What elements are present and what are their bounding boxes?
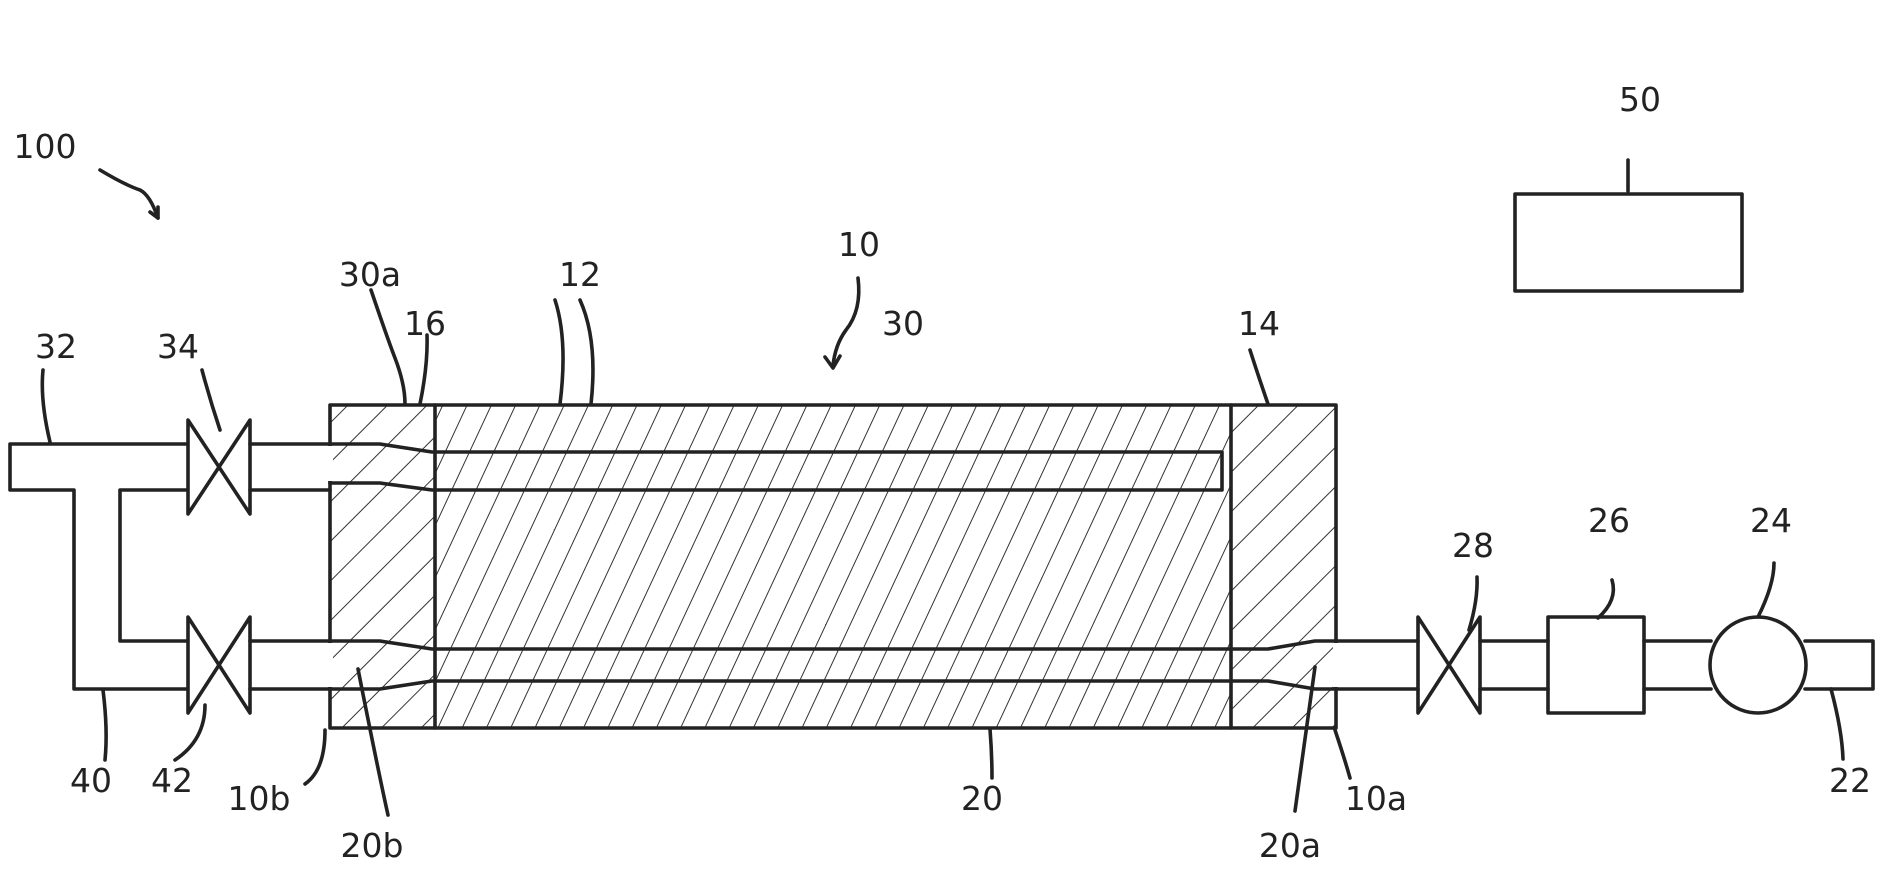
outlet-piping bbox=[1336, 617, 1873, 713]
leader-20 bbox=[990, 729, 992, 778]
leader-10a bbox=[1335, 730, 1350, 778]
valve-28 bbox=[1418, 617, 1480, 713]
label-30a: 30a bbox=[339, 255, 401, 294]
label-42: 42 bbox=[151, 761, 193, 800]
label-32: 32 bbox=[35, 327, 77, 366]
leader-10b bbox=[305, 730, 325, 784]
label-26: 26 bbox=[1588, 501, 1630, 540]
leader-22 bbox=[1831, 689, 1843, 759]
label-28: 28 bbox=[1452, 526, 1494, 565]
valve-42 bbox=[188, 617, 250, 713]
valve-34 bbox=[188, 420, 250, 514]
leader-10 bbox=[833, 278, 859, 366]
inlet-piping bbox=[10, 444, 330, 689]
label-14: 14 bbox=[1238, 304, 1280, 343]
label-100: 100 bbox=[14, 127, 77, 166]
leader-32 bbox=[42, 370, 50, 442]
controller-50-box bbox=[1515, 194, 1742, 291]
label-10a: 10a bbox=[1345, 779, 1407, 818]
leader-26 bbox=[1598, 580, 1613, 618]
label-50: 50 bbox=[1619, 80, 1661, 119]
manifold-20-opening-right bbox=[1333, 643, 1339, 687]
leader-30a bbox=[371, 290, 405, 404]
manifold-20-opening-left bbox=[327, 643, 333, 687]
leader-42 bbox=[175, 705, 205, 760]
label-20b: 20b bbox=[341, 826, 404, 865]
label-10: 10 bbox=[838, 225, 880, 264]
label-34: 34 bbox=[157, 327, 199, 366]
leader-14 bbox=[1250, 350, 1268, 404]
label-20: 20 bbox=[961, 779, 1003, 818]
leader-40 bbox=[103, 690, 106, 760]
label-20a: 20a bbox=[1259, 826, 1321, 865]
label-10b: 10b bbox=[228, 779, 291, 818]
device-26-box bbox=[1548, 617, 1644, 713]
outlet-line-22-end bbox=[1805, 641, 1873, 689]
leader-16 bbox=[420, 335, 427, 404]
end-plate-left bbox=[330, 405, 435, 728]
label-30: 30 bbox=[882, 304, 924, 343]
label-40: 40 bbox=[70, 761, 112, 800]
manifold-30-opening-left bbox=[327, 446, 333, 481]
inlet-line-32-and-bypass-40 bbox=[10, 444, 186, 689]
leader-34 bbox=[202, 370, 220, 430]
label-24: 24 bbox=[1750, 501, 1792, 540]
label-16: 16 bbox=[404, 304, 446, 343]
label-12: 12 bbox=[559, 255, 601, 294]
bypass-line-inner bbox=[120, 490, 186, 641]
pump-24-circle bbox=[1710, 617, 1806, 713]
leader-24 bbox=[1758, 563, 1774, 617]
leader-12a bbox=[555, 300, 563, 404]
leader-12b bbox=[580, 300, 593, 404]
label-22: 22 bbox=[1829, 761, 1871, 800]
